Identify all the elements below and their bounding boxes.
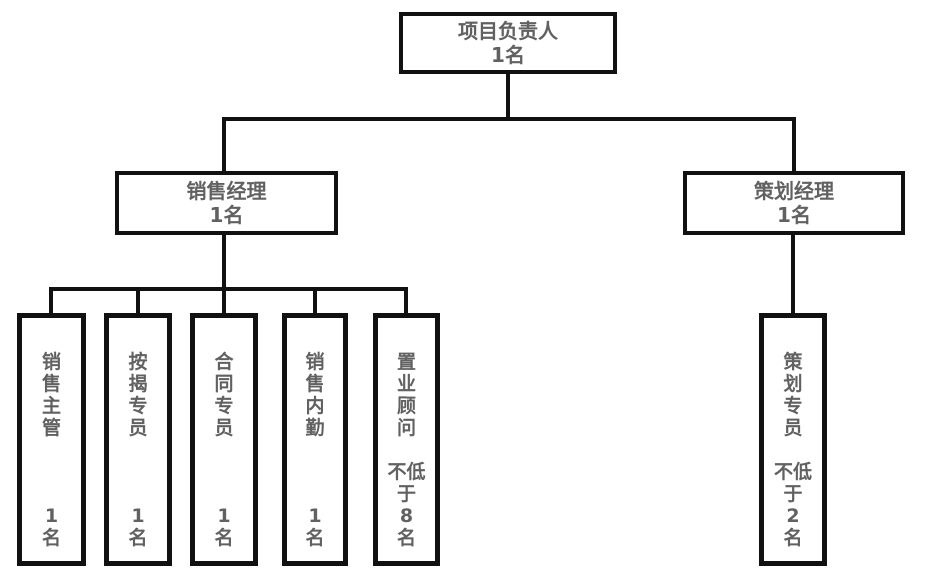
connector-planning-manager-drop — [792, 117, 796, 171]
node-sales-manager: 销售经理 1名 — [115, 171, 338, 235]
connector-stub-property-consultant — [404, 287, 408, 313]
connector-level2-rail — [222, 117, 796, 121]
connector-planning-specialist-drop — [791, 235, 795, 313]
connector-stub-sales-supervisor — [49, 287, 53, 313]
node-sales-manager-label: 销售经理 1名 — [186, 179, 267, 227]
connector-root-trunk — [506, 74, 510, 121]
connector-stub-mortgage-specialist — [136, 287, 140, 313]
connector-stub-contract-specialist — [222, 287, 226, 313]
connector-sales-manager-drop — [222, 117, 226, 171]
node-sales-office-clerk: 销 售 内 勤 1 名 — [282, 313, 348, 566]
node-planning-manager-label: 策划经理 1名 — [754, 179, 834, 227]
node-planning-manager: 策划经理 1名 — [683, 171, 905, 235]
node-sales-supervisor: 销 售 主 管 1 名 — [17, 313, 86, 566]
connector-sales-manager-trunk — [222, 235, 226, 291]
node-project-leader: 项目负责人 1名 — [399, 12, 617, 74]
node-property-consultant-label: 置 业 顾 问 不低 于 8 名 — [387, 351, 426, 549]
node-sales-supervisor-label: 销 售 主 管 1 名 — [41, 351, 61, 549]
node-planning-specialist: 策 划 专 员 不低 于 2 名 — [759, 313, 827, 566]
node-project-leader-label: 项目负责人 1名 — [458, 19, 558, 67]
node-planning-specialist-label: 策 划 专 员 不低 于 2 名 — [773, 351, 812, 549]
node-property-consultant: 置 业 顾 问 不低 于 8 名 — [373, 313, 440, 566]
connector-level3-rail — [49, 287, 408, 291]
connector-stub-sales-office-clerk — [313, 287, 317, 313]
node-mortgage-specialist-label: 按 揭 专 员 1 名 — [128, 351, 148, 549]
node-mortgage-specialist: 按 揭 专 员 1 名 — [104, 313, 172, 566]
node-sales-office-clerk-label: 销 售 内 勤 1 名 — [305, 351, 325, 549]
node-contract-specialist-label: 合 同 专 员 1 名 — [214, 351, 234, 549]
node-contract-specialist: 合 同 专 员 1 名 — [190, 313, 258, 566]
